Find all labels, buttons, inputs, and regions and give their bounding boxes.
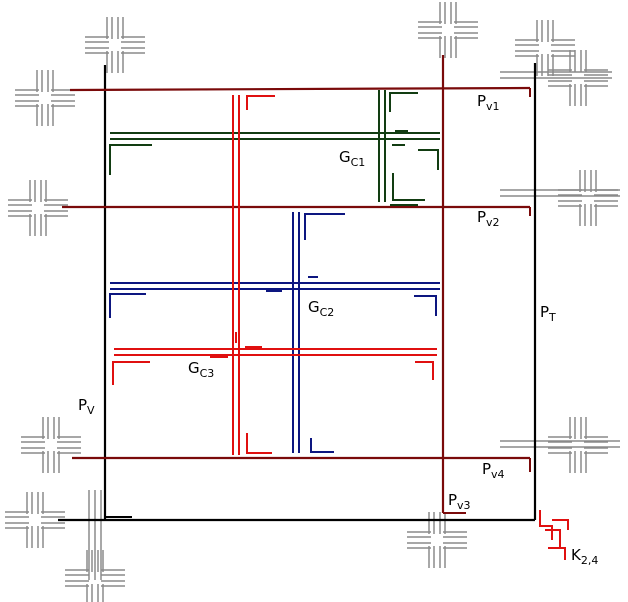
label-pv3: Pv3 [448, 491, 471, 512]
label-pv: PV [78, 396, 95, 417]
crossroad-icon [514, 19, 576, 77]
crossroad-icon [84, 16, 146, 74]
label-pv1: Pv1 [477, 92, 500, 113]
label-gc1: GC1 [339, 148, 365, 169]
partition-lines [62, 55, 531, 514]
group-gc3 [112, 95, 569, 560]
crossroad-icons [4, 1, 620, 602]
group-gc2 [109, 212, 440, 453]
label-gc3: GC3 [188, 359, 214, 380]
crossroad-icon [4, 491, 66, 549]
crossroad-icon [547, 416, 609, 474]
label-gc2: GC2 [308, 298, 334, 319]
label-pt: PT [540, 303, 556, 324]
frame-black [58, 63, 537, 522]
crossroad-icon [417, 1, 479, 59]
labels: Pv1 Pv2 Pv3 Pv4 PT PV GC1 GC2 GC3 K2,4 [78, 92, 598, 567]
crossroad-icon [557, 169, 619, 227]
label-k24: K2,4 [571, 546, 598, 567]
crossroad-icon [14, 69, 76, 127]
label-pv4: Pv4 [482, 460, 505, 481]
crossroad-icon [7, 179, 69, 237]
label-pv2: Pv2 [477, 208, 500, 229]
crossroad-icon [20, 416, 82, 474]
group-gc1 [109, 90, 440, 206]
